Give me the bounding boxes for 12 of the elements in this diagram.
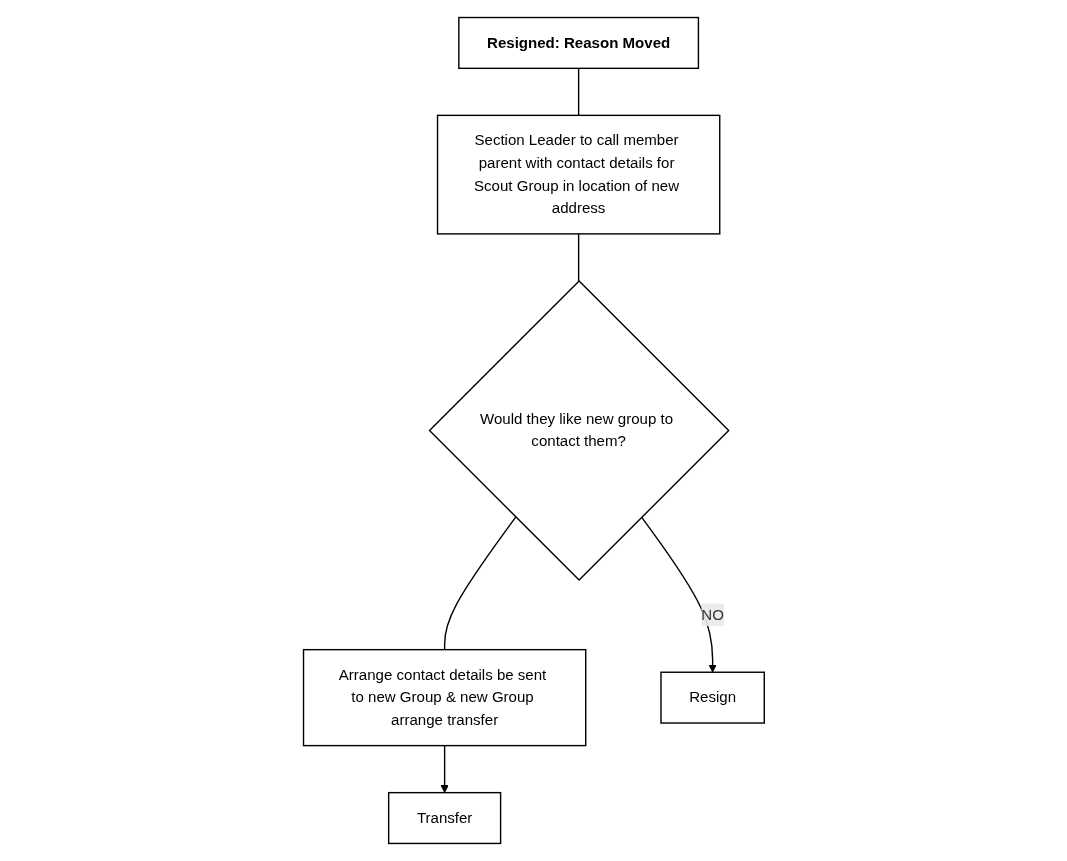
- connector: [577, 233, 579, 282]
- connector: [443, 516, 516, 651]
- arrow: [440, 744, 449, 794]
- connector: [577, 67, 579, 117]
- node-box: Resigned: Reason Moved: [457, 16, 699, 70]
- node-box: Section Leader to call member parent with contact details for Scout Group in location of new address: [436, 114, 721, 235]
- node-box: Transfer: [387, 791, 501, 845]
- node-box: Arrange contact details be sent to new Group & new Group arrange transfer: [302, 648, 587, 747]
- arrow: [640, 516, 717, 673]
- edge-label: NO: [700, 606, 724, 623]
- node-diamond: Would they like new group to contact them?: [428, 279, 730, 582]
- node-box: Resign: [659, 671, 765, 724]
